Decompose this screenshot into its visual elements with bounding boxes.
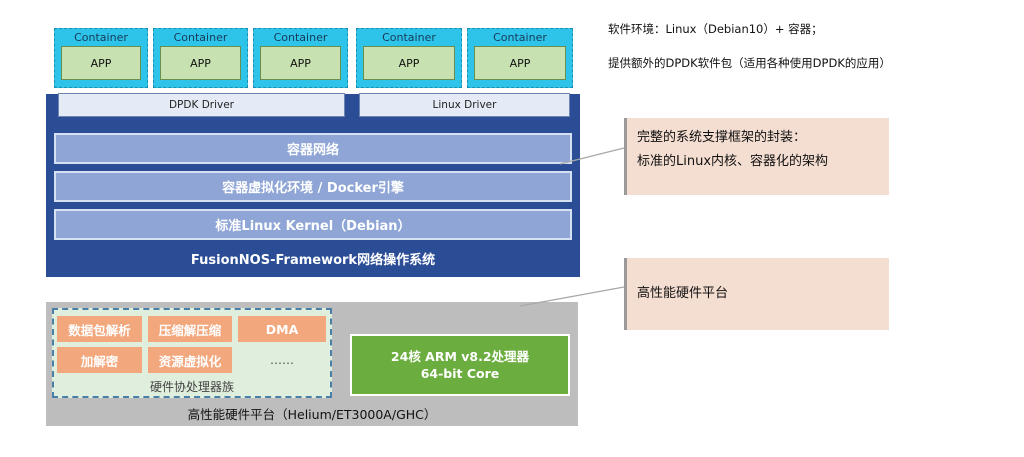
layer-linux-kernel: 标准Linux Kernel（Debian） <box>54 209 572 240</box>
app-box: APP <box>61 46 141 80</box>
framework-title: FusionNOS-Framework网络操作系统 <box>190 252 436 268</box>
hardware-callout-text: 高性能硬件平台 <box>637 286 729 301</box>
cpu-line2: 64-bit Core <box>420 366 500 381</box>
framework-callout-line1: 完整的系统支撑框架的封装： <box>637 130 807 145</box>
dpdk-package-note: 提供额外的DPDK软件包（适用各种使用DPDK的应用） <box>608 56 891 70</box>
container-label: Container <box>173 31 228 44</box>
app-box: APP <box>363 46 455 80</box>
container-label: Container <box>74 31 128 44</box>
coprocessor-dma: DMA <box>238 316 326 342</box>
coprocessor-more: …… <box>270 353 294 367</box>
hardware-callout: 高性能硬件平台 <box>624 258 889 330</box>
linux-driver: Linux Driver <box>359 93 570 117</box>
framework-callout-line2: 标准的Linux内核、容器化的架构 <box>637 154 829 169</box>
layer-container-network: 容器网络 <box>54 133 572 164</box>
software-environment-note: 软件环境：Linux（Debian10）+ 容器； <box>608 22 823 36</box>
framework-callout: 完整的系统支撑框架的封装： 标准的Linux内核、容器化的架构 <box>624 118 889 195</box>
container-4: Container APP <box>356 28 462 88</box>
app-box: APP <box>160 46 241 80</box>
hardware-platform-title: 高性能硬件平台（Helium/ET3000A/GHC） <box>187 406 437 422</box>
coprocessor-packet-parsing: 数据包解析 <box>57 316 142 342</box>
container-3: Container APP <box>253 28 348 88</box>
container-1: Container APP <box>54 28 148 88</box>
app-box: APP <box>260 46 341 80</box>
cpu-line1: 24核 ARM v8.2处理器 <box>390 349 530 364</box>
coprocessor-resource-virtualization: 资源虚拟化 <box>148 347 232 373</box>
container-label: Container <box>493 31 547 44</box>
cpu-box: 24核 ARM v8.2处理器 64-bit Core <box>350 334 570 396</box>
coprocessor-group-label: 硬件协处理器族 <box>149 379 234 394</box>
container-label: Container <box>273 31 328 44</box>
app-box: APP <box>474 46 566 80</box>
dpdk-driver: DPDK Driver <box>58 93 345 117</box>
container-label: Container <box>382 31 436 44</box>
container-2: Container APP <box>153 28 248 88</box>
coprocessor-encryption: 加解密 <box>57 347 142 373</box>
layer-container-virtualization: 容器虚拟化环境 / Docker引擎 <box>54 171 572 202</box>
container-5: Container APP <box>467 28 573 88</box>
coprocessor-compression: 压缩解压缩 <box>148 316 232 342</box>
